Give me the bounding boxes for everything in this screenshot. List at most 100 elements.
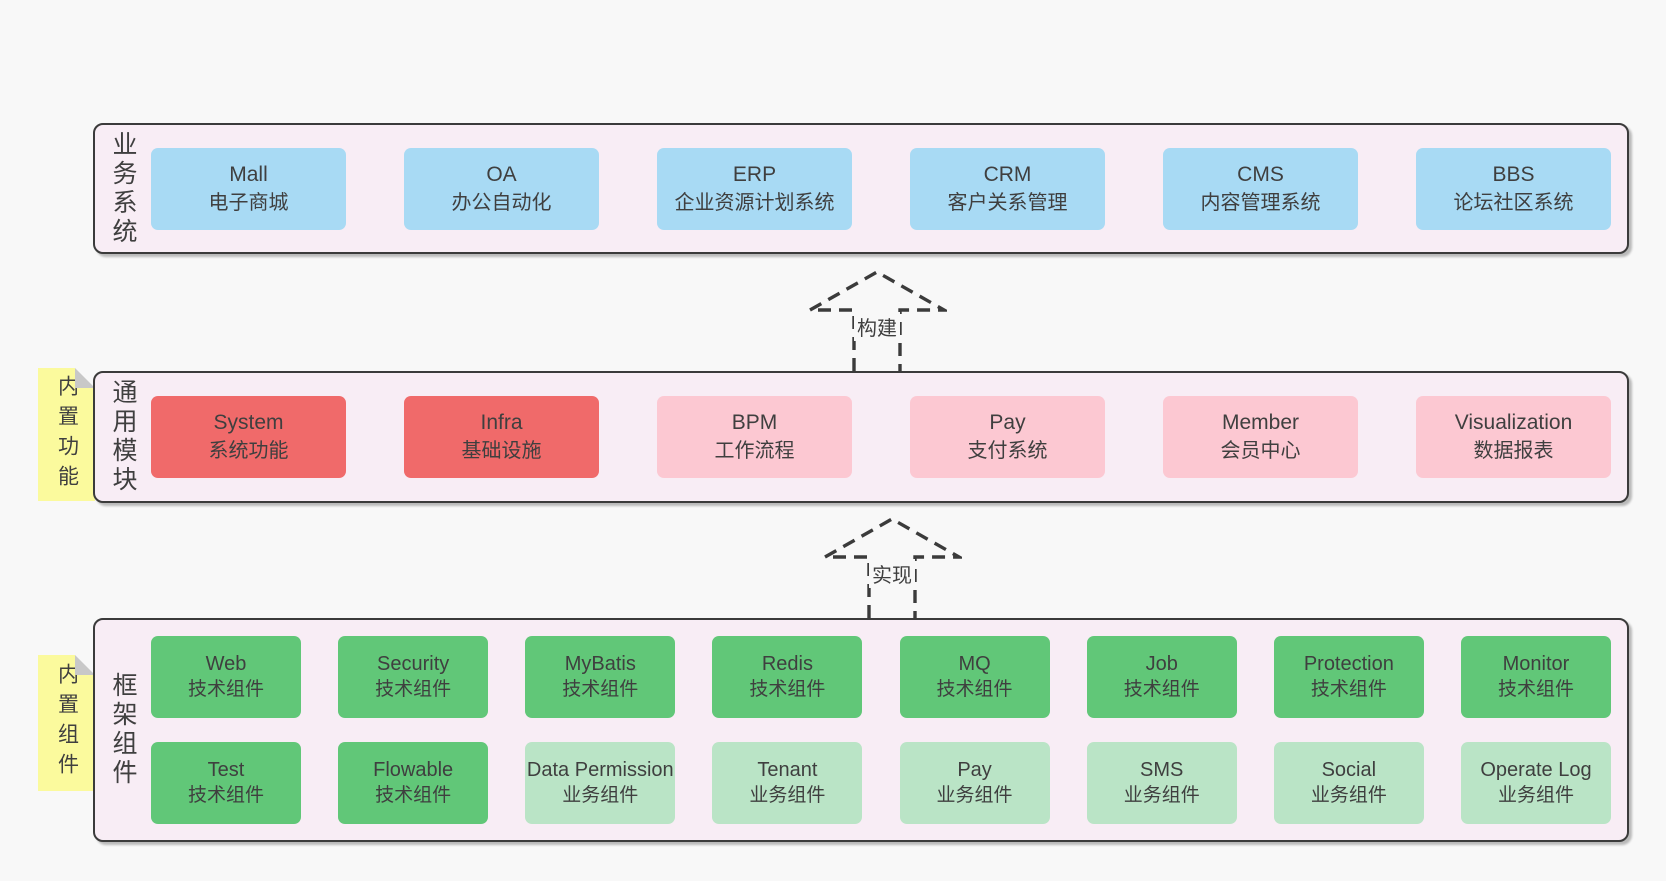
box-cms: CMS 内容管理系统	[1163, 147, 1358, 230]
box-subtitle: 技术组件	[375, 679, 452, 700]
box-redis: Redis 技术组件	[712, 636, 863, 718]
box-subtitle: 会员中心	[1220, 440, 1301, 462]
box-title: Mall	[229, 162, 268, 186]
box-crm: CRM 客户关系管理	[910, 147, 1105, 230]
band-framework-components-content: Web 技术组件 Security 技术组件 MyBatis 技术组件 Redi…	[151, 620, 1627, 840]
box-subtitle: 技术组件	[375, 785, 452, 806]
box-title: Member	[1221, 411, 1300, 434]
sticky-label: 内置组件	[55, 663, 79, 783]
arrow-implement-label: 实现	[869, 559, 915, 588]
box-title: Security	[377, 653, 450, 675]
box-title: System	[213, 411, 284, 434]
box-title: Flowable	[373, 759, 454, 781]
box-subtitle: 技术组件	[1497, 679, 1574, 700]
box-subtitle: 内容管理系统	[1200, 191, 1321, 214]
box-title: MQ	[958, 653, 991, 675]
box-title: Operate Log	[1480, 759, 1592, 781]
arrow-implement: 实现	[822, 515, 962, 618]
box-subtitle: 企业资源计划系统	[674, 191, 835, 214]
box-title: BBS	[1492, 162, 1535, 186]
box-subtitle: 数据报表	[1473, 440, 1554, 462]
box-row: Test 技术组件 Flowable 技术组件 Data Permission …	[151, 742, 1611, 824]
box-subtitle: 办公自动化	[451, 191, 552, 214]
box-title: Pay	[957, 759, 992, 781]
box-protection: Protection 技术组件	[1273, 636, 1424, 718]
box-pay-biz: Pay 业务组件	[899, 742, 1050, 824]
box-test: Test 技术组件	[151, 742, 301, 824]
box-subtitle: 业务组件	[1123, 785, 1200, 806]
box-row: System 系统功能 Infra 基础设施 BPM 工作流程 Pay 支付系统…	[151, 396, 1611, 478]
box-title: Infra	[480, 411, 523, 434]
box-title: CRM	[983, 162, 1032, 186]
box-subtitle: 工作流程	[714, 440, 795, 462]
box-mybatis: MyBatis 技术组件	[525, 636, 676, 718]
box-subtitle: 技术组件	[1310, 679, 1387, 700]
box-title: ERP	[732, 162, 777, 186]
band-common-modules-content: System 系统功能 Infra 基础设施 BPM 工作流程 Pay 支付系统…	[151, 373, 1627, 501]
box-subtitle: 业务组件	[749, 785, 826, 806]
box-flowable: Flowable 技术组件	[338, 742, 489, 824]
box-title: Job	[1145, 653, 1178, 675]
box-subtitle: 基础设施	[461, 440, 542, 462]
up-arrow-icon	[822, 517, 962, 618]
band-business-systems-label: 业务系统	[95, 125, 151, 252]
box-subtitle: 系统功能	[208, 440, 289, 462]
box-subtitle: 技术组件	[562, 679, 639, 700]
box-erp: ERP 企业资源计划系统	[657, 147, 852, 230]
box-tenant: Tenant 业务组件	[712, 742, 863, 824]
box-title: Tenant	[757, 759, 818, 781]
box-pay: Pay 支付系统	[910, 396, 1105, 478]
box-row: Mall 电子商城 OA 办公自动化 ERP 企业资源计划系统 CRM 客户关系…	[151, 147, 1611, 230]
box-title: BPM	[731, 411, 778, 434]
box-subtitle: 技术组件	[936, 679, 1013, 700]
box-title: OA	[486, 162, 517, 186]
box-mq: MQ 技术组件	[899, 636, 1050, 718]
box-mall: Mall 电子商城	[151, 147, 346, 230]
box-web: Web 技术组件	[151, 636, 301, 718]
box-title: Social	[1321, 759, 1377, 781]
box-job: Job 技术组件	[1086, 636, 1237, 718]
sticky-built-in-features: 内置功能	[38, 368, 95, 501]
box-row: Web 技术组件 Security 技术组件 MyBatis 技术组件 Redi…	[151, 636, 1611, 718]
box-subtitle: 业务组件	[936, 785, 1013, 806]
box-subtitle: 技术组件	[749, 679, 826, 700]
box-title: CMS	[1237, 162, 1284, 186]
box-title: MyBatis	[564, 653, 636, 675]
box-title: Protection	[1303, 653, 1394, 675]
box-data-permission: Data Permission 业务组件	[525, 742, 676, 824]
box-title: Web	[205, 653, 247, 675]
band-business-systems-content: Mall 电子商城 OA 办公自动化 ERP 企业资源计划系统 CRM 客户关系…	[151, 125, 1627, 252]
band-label-text: 通用模块	[109, 379, 137, 495]
box-subtitle: 支付系统	[967, 440, 1048, 462]
box-title: Data Permission	[526, 759, 674, 781]
band-business-systems: 业务系统 Mall 电子商城 OA 办公自动化 ERP 企业资源计划系统 CRM…	[93, 123, 1629, 254]
arrow-build-label: 构建	[854, 312, 900, 341]
band-framework-components: 框架组件 Web 技术组件 Security 技术组件 MyBatis 技术组件…	[93, 618, 1629, 842]
box-subtitle: 论坛社区系统	[1453, 191, 1574, 214]
box-title: Monitor	[1502, 653, 1570, 675]
box-sms: SMS 业务组件	[1086, 742, 1237, 824]
box-social: Social 业务组件	[1273, 742, 1424, 824]
box-subtitle: 业务组件	[1310, 785, 1387, 806]
box-monitor: Monitor 技术组件	[1460, 636, 1611, 718]
box-security: Security 技术组件	[338, 636, 489, 718]
band-framework-components-label: 框架组件	[95, 620, 151, 840]
box-subtitle: 业务组件	[562, 785, 639, 806]
box-infra: Infra 基础设施	[404, 396, 599, 478]
box-subtitle: 技术组件	[1123, 679, 1200, 700]
up-arrow-icon	[807, 270, 947, 371]
box-subtitle: 技术组件	[187, 679, 264, 700]
band-label-text: 框架组件	[109, 672, 137, 788]
box-title: Redis	[761, 653, 813, 675]
box-oa: OA 办公自动化	[404, 147, 599, 230]
box-operate-log: Operate Log 业务组件	[1460, 742, 1611, 824]
box-subtitle: 技术组件	[187, 785, 264, 806]
box-subtitle: 客户关系管理	[947, 191, 1068, 214]
sticky-built-in-components: 内置组件	[38, 655, 95, 791]
sticky-label: 内置功能	[55, 374, 79, 495]
box-system: System 系统功能	[151, 396, 346, 478]
box-member: Member 会员中心	[1163, 396, 1358, 478]
box-title: Test	[207, 759, 245, 781]
box-visualization: Visualization 数据报表	[1416, 396, 1611, 478]
box-title: SMS	[1140, 759, 1184, 781]
